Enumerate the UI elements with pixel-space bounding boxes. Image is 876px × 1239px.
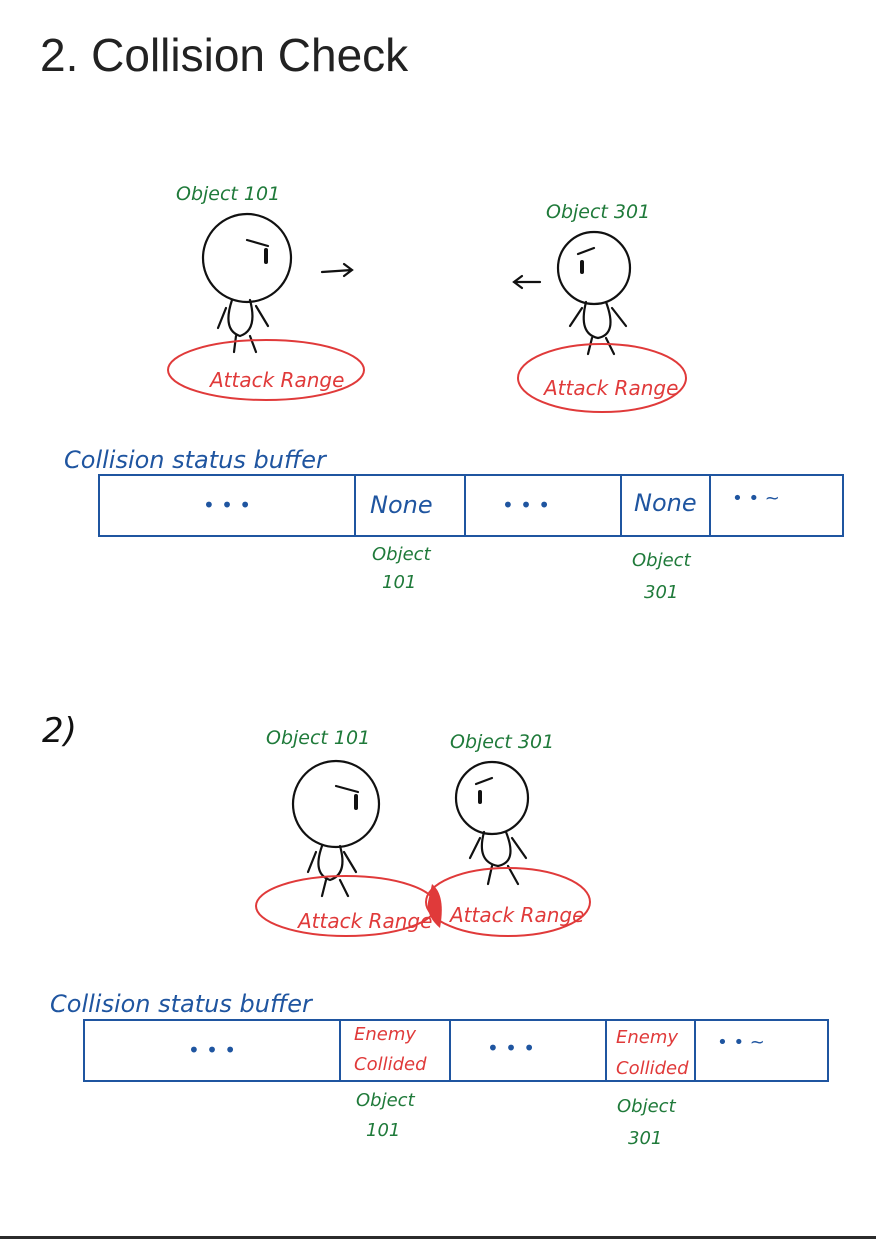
buffer-title: Collision status buffer bbox=[50, 990, 314, 1018]
stick-figure-object-301 bbox=[454, 760, 530, 886]
slot-label-object: Object bbox=[356, 1090, 416, 1111]
step-number: 2) bbox=[42, 711, 77, 751]
page-bottom-divider bbox=[0, 1236, 876, 1239]
buffer-cell-object-101-line-1: Enemy bbox=[354, 1024, 416, 1045]
buffer-cell-object-101-line-2: Collided bbox=[354, 1054, 427, 1075]
attack-range-label-101: Attack Range bbox=[296, 909, 432, 933]
slot-label-object: Object bbox=[372, 544, 432, 565]
slot-label-id-301: 301 bbox=[628, 1128, 662, 1149]
attack-range-label-301: Attack Range bbox=[542, 376, 678, 400]
buffer-cell-ellipsis: • • ~ bbox=[717, 1032, 765, 1053]
stick-figure-object-101 bbox=[201, 212, 354, 354]
attack-range-label-301: Attack Range bbox=[448, 903, 584, 927]
collision-overlap-area bbox=[427, 884, 442, 928]
stick-figure-object-301 bbox=[512, 230, 632, 356]
buffer-cell-ellipsis: • • • bbox=[188, 1038, 236, 1062]
attack-range-label-101: Attack Range bbox=[208, 368, 344, 392]
slot-label-id-101: 101 bbox=[366, 1120, 400, 1141]
scene-1: Object 101 Attack Range Object 301 Attac… bbox=[64, 183, 844, 603]
attack-range-object-301 bbox=[517, 343, 687, 413]
slot-label-id-301: 301 bbox=[644, 582, 678, 603]
stick-figure-object-101 bbox=[291, 759, 381, 898]
buffer-cell-ellipsis: • • • bbox=[203, 493, 251, 517]
attack-range-object-101 bbox=[167, 339, 365, 401]
collision-status-buffer bbox=[83, 1019, 829, 1082]
object-301-label: Object 301 bbox=[546, 201, 650, 223]
object-301-label: Object 301 bbox=[450, 731, 554, 753]
page-title: 2. Collision Check bbox=[40, 29, 409, 81]
buffer-cell-object-101: None bbox=[370, 491, 433, 519]
buffer-cell-object-301-line-1: Enemy bbox=[616, 1027, 678, 1048]
slot-label-object: Object bbox=[617, 1096, 677, 1117]
collision-status-buffer bbox=[98, 474, 844, 537]
object-101-label: Object 101 bbox=[176, 183, 280, 205]
buffer-cell-object-301: None bbox=[634, 489, 697, 517]
buffer-cell-ellipsis: • • • bbox=[487, 1036, 535, 1060]
attack-range-object-301 bbox=[425, 867, 591, 937]
buffer-title: Collision status buffer bbox=[64, 446, 328, 474]
object-101-label: Object 101 bbox=[266, 727, 370, 749]
buffer-cell-ellipsis: • • ~ bbox=[732, 488, 780, 509]
slot-label-object: Object bbox=[632, 550, 692, 571]
scene-2: 2) Object 101 Object 301 bbox=[42, 711, 829, 1149]
buffer-cell-object-301-line-2: Collided bbox=[616, 1058, 689, 1079]
buffer-cell-ellipsis: • • • bbox=[502, 493, 550, 517]
slot-label-id-101: 101 bbox=[382, 572, 416, 593]
